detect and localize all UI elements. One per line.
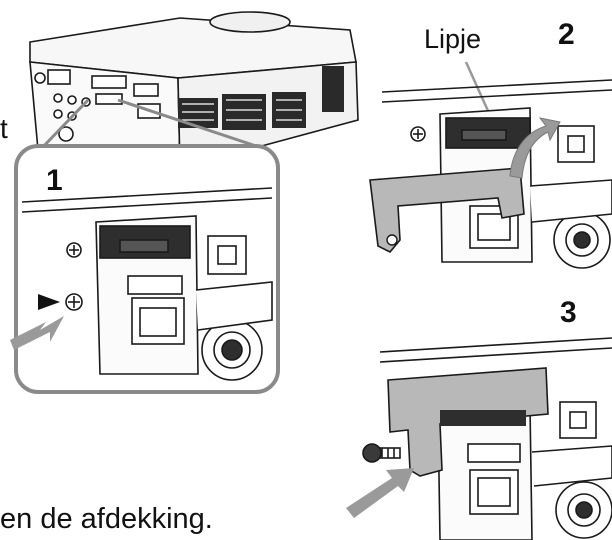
removed-cover: [369, 167, 525, 253]
arrow-icon: [10, 316, 64, 350]
tab-label: Lipje: [424, 24, 481, 54]
screw-icon: [65, 242, 83, 311]
step-number-1: 1: [46, 164, 63, 197]
detail-panel-1: 1: [10, 144, 280, 394]
detail-panel-3: 3: [346, 296, 612, 540]
screw-icon: [362, 443, 401, 463]
pointer-triangle-icon: [38, 294, 60, 310]
step-number-3: 3: [560, 296, 577, 329]
caption-text: en de afdekking.: [0, 503, 213, 535]
arrow-icon: [346, 468, 414, 518]
callout-connector: [38, 98, 269, 152]
partial-label: t: [0, 113, 8, 144]
installed-cover: [387, 367, 549, 477]
step-number-2: 2: [558, 18, 575, 51]
rotate-arrow-icon: [509, 117, 561, 179]
detail-panel-2: 2 Lipje: [369, 18, 612, 269]
